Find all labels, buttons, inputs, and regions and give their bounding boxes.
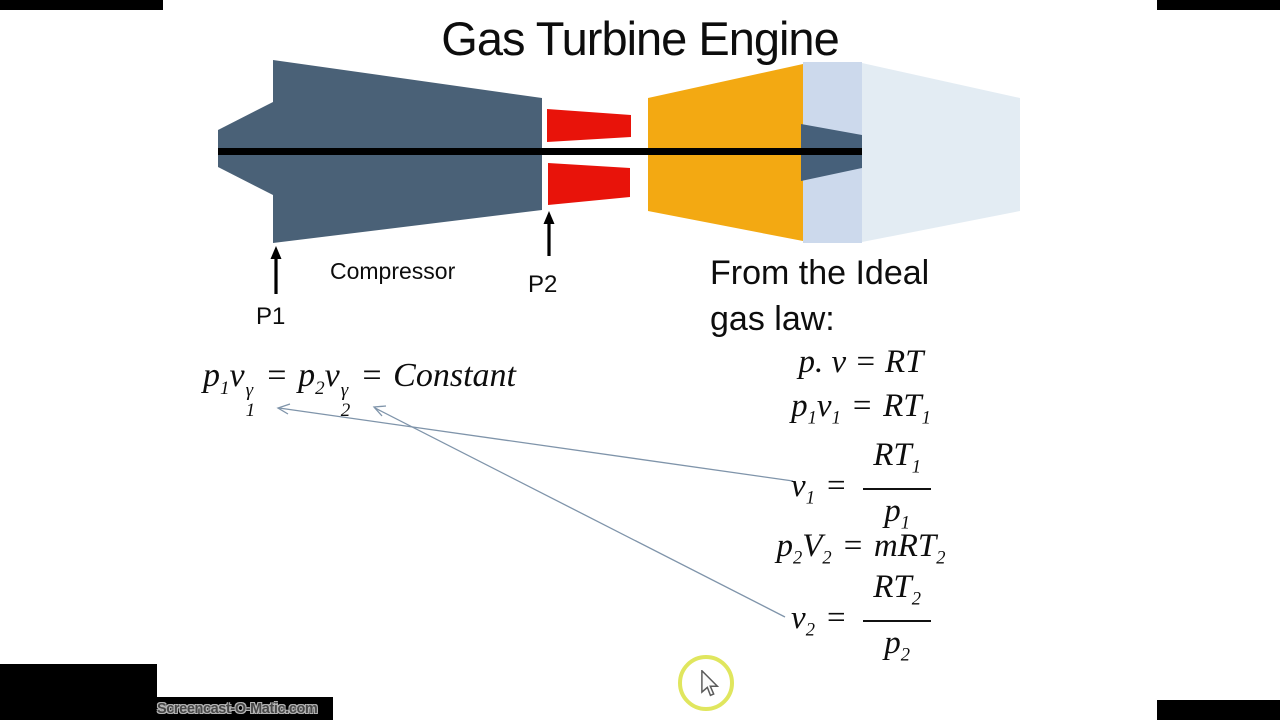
flame-upper-shape [547, 109, 631, 142]
annotation-arrow-v2-line [374, 407, 786, 618]
fraction-rt2-p2: RT2 p2 [863, 568, 931, 673]
equation-v2: v2= RT2 p2 [741, 568, 981, 673]
poly-p2: p [298, 357, 316, 394]
letterbox-top-left [0, 0, 163, 10]
fraction-rt1-p1: RT1 p1 [863, 436, 931, 541]
p2-label: P2 [528, 271, 558, 298]
letterbox-top-right [1157, 0, 1280, 10]
letterbox-bottom-right [1157, 700, 1280, 720]
compressor-label: Compressor [330, 258, 456, 284]
watermark-strip: Screencast-O-Matic.com [157, 697, 333, 720]
annotation-arrow-v1-head [276, 403, 291, 415]
watermark-text: Screencast-O-Matic.com [157, 700, 318, 717]
poly-v2: v [324, 357, 340, 394]
annotation-arrow-v2-head [372, 405, 387, 417]
p1-label: P1 [256, 303, 286, 330]
ideal-gas-law-note: From the Ideal gas law: [710, 250, 990, 342]
poly-constant: Constant [393, 357, 516, 394]
poly-gamma-2: γ [340, 380, 349, 402]
equation-state-2: p2V2=mRT2 [776, 528, 946, 568]
poly-gamma-1: γ [245, 380, 254, 402]
flame-lower-shape [548, 163, 630, 205]
letterbox-bottom-left [0, 664, 157, 720]
p1-arrow-head [270, 246, 282, 259]
equation-state-1: p1v1=RT1 [791, 388, 931, 428]
poly-v1: v [229, 357, 245, 394]
mouse-cursor-icon [701, 670, 720, 697]
note-line-1: From the Ideal [710, 254, 930, 292]
slide-title: Gas Turbine Engine [441, 12, 839, 65]
equation-v1: v1= RT1 p1 [741, 436, 981, 541]
equation-ideal: p. v = RT [798, 344, 924, 380]
p2-arrow-head [543, 211, 555, 224]
exhaust-shape [862, 63, 1020, 242]
poly-p1: p [203, 357, 220, 394]
note-line-2: gas law: [710, 300, 835, 338]
cursor-highlight-ring [678, 655, 734, 711]
annotation-arrow-v1-line [278, 407, 794, 482]
